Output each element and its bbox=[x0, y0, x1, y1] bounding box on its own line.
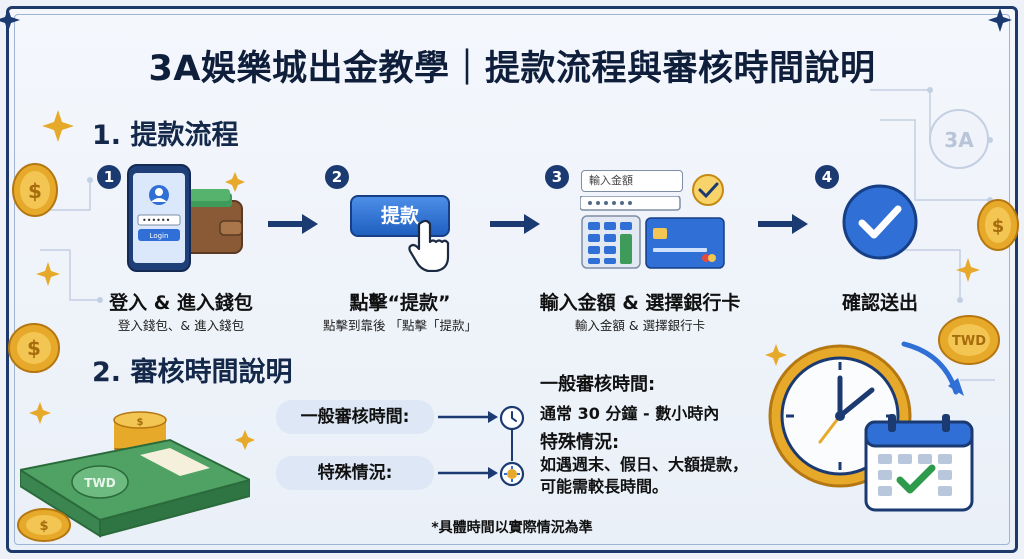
cash-text: TWD bbox=[84, 476, 115, 490]
svg-text:$: $ bbox=[137, 417, 144, 428]
section-2-heading: 2. 審核時間說明 bbox=[92, 357, 293, 388]
gold-coin-icon: $ bbox=[977, 199, 1019, 251]
normal-review-info: 一般審核時間: 通常 30 分鐘 - 數小時內 bbox=[540, 370, 719, 424]
phone-wallet-icon: •••••• Login bbox=[127, 164, 243, 272]
special-case-pill: 特殊情況: bbox=[276, 456, 434, 490]
normal-review-title: 一般審核時間: bbox=[540, 374, 656, 395]
inner-frame bbox=[14, 14, 1010, 545]
coin-text: TWD bbox=[952, 334, 986, 349]
page-title: 3A娛樂城出金教學｜提款流程與審核時間說明 bbox=[148, 49, 876, 89]
phone-login-button-text: Login bbox=[150, 232, 169, 240]
keypad-card-icon bbox=[580, 196, 725, 269]
twd-coin-icon: TWD bbox=[938, 315, 1000, 365]
svg-text:••••••: •••••• bbox=[142, 216, 170, 225]
cash-stack-icon: $ TWD bbox=[20, 411, 250, 538]
step-2-label: 點擊“提款” bbox=[349, 292, 451, 314]
arrow-right-icon bbox=[490, 214, 540, 234]
step-3-number: 3 bbox=[545, 165, 569, 189]
svg-text:$: $ bbox=[27, 336, 41, 360]
svg-text:$: $ bbox=[992, 216, 1005, 237]
arrow-right-icon bbox=[758, 214, 808, 234]
normal-review-desc: 通常 30 分鐘 - 數小時內 bbox=[540, 404, 720, 423]
gold-coin-icon: $ bbox=[12, 163, 58, 217]
gold-coin-icon: $ bbox=[8, 323, 60, 373]
clock-calendar-icon bbox=[768, 341, 974, 512]
step-1-sublabel: 登入錢包、& 進入錢包 bbox=[117, 318, 245, 333]
step-1-label: 登入 & 進入錢包 bbox=[109, 292, 253, 314]
clock-small-icon bbox=[499, 405, 525, 431]
step-3-sublabel: 輸入金額 & 選擇銀行卡 bbox=[574, 318, 706, 333]
normal-review-pill: 一般審核時間: bbox=[276, 400, 434, 434]
amount-input-illustration: 輸入金額 bbox=[581, 170, 683, 192]
section-1-heading: 1. 提款流程 bbox=[92, 120, 239, 151]
special-case-title: 特殊情況: bbox=[540, 432, 620, 453]
hand-pointer-icon bbox=[408, 219, 450, 272]
step-2-sublabel: 點擊到靠後 「點擊「提款」 bbox=[323, 318, 477, 333]
checkmark-badge-icon bbox=[692, 174, 724, 206]
step-4-number: 4 bbox=[815, 165, 839, 189]
special-case-small-icon bbox=[499, 461, 525, 487]
step-2-number: 2 bbox=[325, 165, 349, 189]
special-case-info: 特殊情況: 如遇週末、假日、大額提款， 可能需較長時間。 bbox=[540, 432, 748, 498]
arrow-right-icon bbox=[268, 214, 318, 234]
special-case-desc-line-1: 如遇週末、假日、大額提款， bbox=[540, 455, 749, 474]
step-1-number: 1 bbox=[97, 165, 121, 189]
brand-logo-icon: 3A bbox=[929, 109, 989, 169]
svg-text:$: $ bbox=[28, 179, 42, 203]
footnote: *具體時間以實際情況為準 bbox=[431, 520, 593, 536]
step-3-label: 輸入金額 & 選擇銀行卡 bbox=[539, 292, 741, 314]
timeline-connector bbox=[438, 411, 513, 479]
brand-logo-text: 3A bbox=[944, 128, 974, 152]
special-case-desc-line-2: 可能需較長時間。 bbox=[540, 477, 669, 496]
step-4-label: 確認送出 bbox=[841, 292, 918, 314]
svg-text:$: $ bbox=[39, 519, 48, 534]
withdraw-button-illustration: 提款 bbox=[350, 195, 450, 237]
confirm-check-icon bbox=[842, 184, 918, 260]
gold-coin-icon: $ bbox=[17, 508, 71, 542]
